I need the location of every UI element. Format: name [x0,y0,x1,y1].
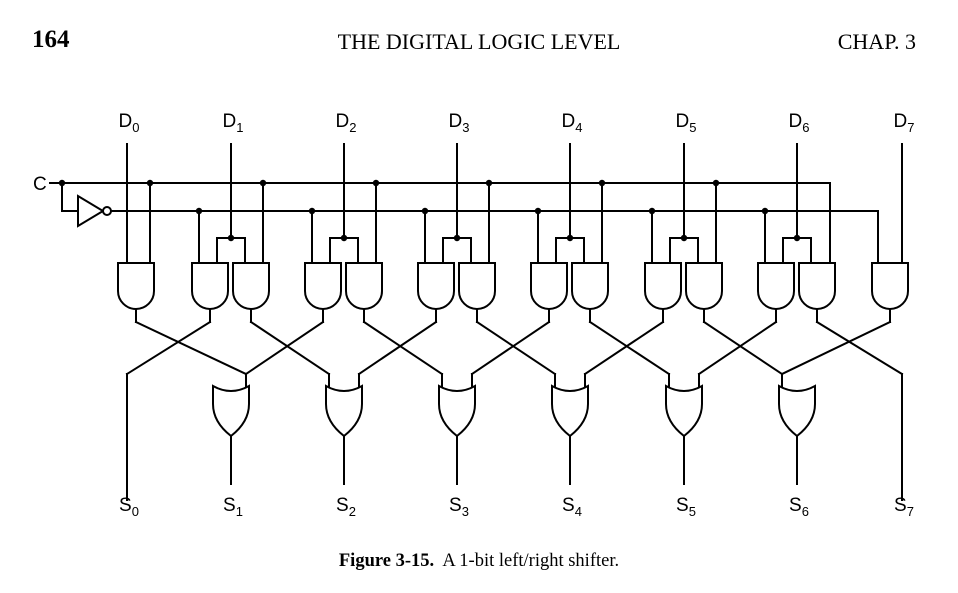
junction-dot [421,207,429,215]
cross-wire [780,320,892,376]
and-gate [232,262,270,310]
junction-dot [566,234,574,242]
input-label-d7: D7 [894,111,915,135]
figure-caption-text: A 1-bit left/right shifter. [442,551,620,571]
junction-dot [761,207,769,215]
or-gate [778,384,816,438]
or-gate [325,384,363,438]
page-number: 164 [32,26,70,53]
junction-dot [372,179,380,187]
and-gate [757,262,795,310]
input-label-d1: D1 [223,111,244,135]
output-label-s5: S5 [676,495,696,519]
cross-wire [470,320,551,376]
junction-dot [308,207,316,215]
cross-wire [702,320,784,376]
figure-caption: Figure 3-15. A 1-bit left/right shifter. [0,551,958,572]
junction-dot [58,179,66,187]
cross-wire [362,320,444,376]
input-label-d0: D0 [119,111,140,135]
input-label-d5: D5 [676,111,697,135]
or-gate [438,384,476,438]
cross-wire [357,320,438,376]
cross-wire [815,320,904,376]
and-gate [571,262,609,310]
cross-wire [249,320,331,376]
or-gate [212,384,250,438]
chapter-reference: CHAP. 3 [837,29,916,54]
and-gate [644,262,682,310]
cross-wire [588,320,671,376]
junction-dot [259,179,267,187]
chapter-title: THE DIGITAL LOGIC LEVEL [337,29,621,54]
output-label-s2: S2 [336,495,356,519]
input-label-d6: D6 [789,111,810,135]
junction-dot [648,207,656,215]
figure-label: Figure 3-15. [338,551,435,571]
junction-dot [453,234,461,242]
and-gate [530,262,568,310]
cross-wire [475,320,557,376]
junction-dot [146,179,154,187]
cross-wire [125,320,212,376]
junction-dot [340,234,348,242]
or-gate [551,384,589,438]
and-gate [304,262,342,310]
and-gate [871,262,909,310]
and-gate [417,262,455,310]
output-label-s0: S0 [119,495,139,519]
cross-wire [134,320,248,376]
and-gate [191,262,229,310]
output-label-s3: S3 [449,495,469,519]
junction-dot [712,179,720,187]
inverter-gate [77,194,105,228]
output-label-s7: S7 [894,495,914,519]
or-gate [665,384,703,438]
junction-dot [793,234,801,242]
and-gate [458,262,496,310]
junction-dot [227,234,235,242]
output-label-s4: S4 [562,495,582,519]
output-label-s1: S1 [223,495,243,519]
junction-dot [195,207,203,215]
and-gate [798,262,836,310]
and-gate [345,262,383,310]
and-gate [117,262,155,310]
cross-wire [697,320,778,376]
junction-dot [534,207,542,215]
inverter-bubble [102,206,112,216]
and-gate [685,262,723,310]
output-label-s6: S6 [789,495,809,519]
cross-wire [583,320,665,376]
control-label-c: C [33,174,47,195]
junction-dot [485,179,493,187]
input-label-d2: D2 [336,111,357,135]
input-label-d3: D3 [449,111,470,135]
junction-dot [598,179,606,187]
input-label-d4: D4 [562,111,583,135]
junction-dot [680,234,688,242]
cross-wire [244,320,325,376]
